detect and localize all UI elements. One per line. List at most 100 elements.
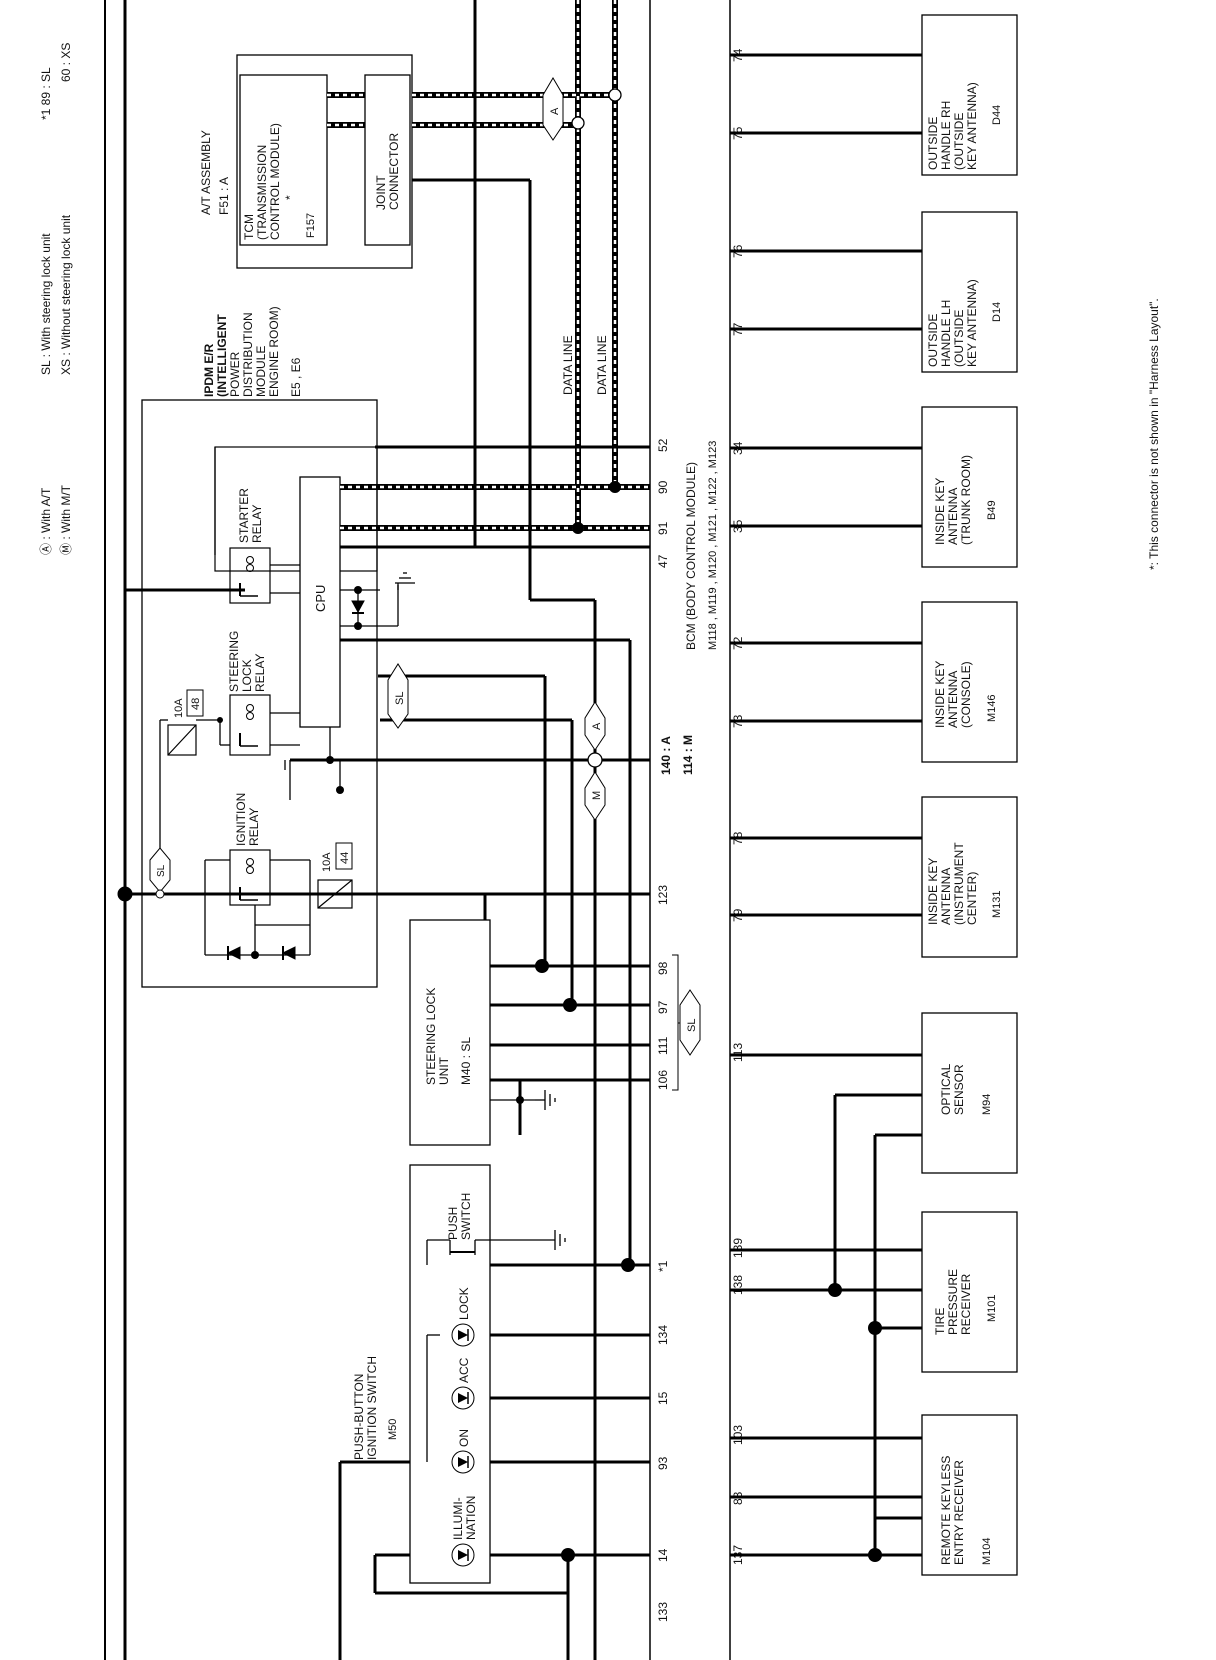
right-wires — [730, 53, 922, 1557]
m-tag-114: M — [584, 771, 606, 821]
steering-lock-relay-label-2: LOCK — [240, 659, 254, 692]
fuse-48-rating: 10A — [173, 698, 185, 718]
steering-lock-unit-label-2: UNIT — [437, 1056, 451, 1085]
a-tag-140-text: A — [591, 722, 603, 730]
pin-106: 106 — [656, 1070, 670, 1090]
bcm-title: BCM (BODY CONTROL MODULE) — [684, 462, 698, 650]
outside-lh-line-3: (OUTSIDE — [952, 310, 966, 367]
tire-line-1: TIRE — [933, 1308, 947, 1335]
sl-tag-ipdm: SL — [149, 847, 171, 893]
led-lock-label: LOCK — [457, 1287, 471, 1320]
tcm-connector: F157 — [305, 213, 317, 238]
pin-133: 133 — [656, 1602, 670, 1622]
joint-connector-label-2: CONNECTOR — [387, 133, 401, 210]
bcm-connectors: M118 , M119 , M120 , M121 , M122 , M123 — [707, 441, 719, 650]
ipdm-connectors: E5 , E6 — [289, 357, 303, 397]
legend-with-mt: Ⓜ : With M/T — [59, 484, 73, 555]
led-illumination-label-1: ILLUMI- — [451, 1497, 465, 1540]
outside-lh-line-4: KEY ANTENNA) — [965, 279, 979, 367]
pin-139: 139 — [731, 1238, 745, 1258]
ignition-relay: IGNITION RELAY — [229, 793, 271, 906]
outside-rh-connector: D44 — [991, 105, 1003, 125]
sl-tag-pins-text: SL — [686, 1019, 698, 1032]
instrument-line-4: CENTER) — [965, 872, 979, 925]
outside-rh-line-2: HANDLE RH — [939, 101, 953, 170]
led-illumination: ILLUMI- NATION — [451, 1496, 478, 1567]
steering-lock-unit: STEERING LOCK UNIT M40 : SL — [409, 919, 556, 1146]
ipdm-title-3: POWER — [228, 351, 242, 397]
legend-star1-89: *1 89 : SL — [39, 67, 53, 120]
push-button-label-2: IGNITION SWITCH — [365, 1356, 379, 1460]
push-button-label-1: PUSH-BUTTON — [352, 1374, 366, 1460]
fuse-44-rating: 10A — [321, 852, 333, 872]
rke-line-1: REMOTE KEYLESS — [939, 1456, 953, 1565]
led-on-label: ON — [457, 1429, 471, 1447]
trunk-line-1: INSIDE KEY — [933, 478, 947, 545]
legend-with-at: Ⓐ : With A/T — [39, 487, 53, 555]
footnote: *: This connector is not shown in "Harne… — [1147, 298, 1161, 570]
legend-star1-60: 60 : XS — [59, 43, 73, 82]
sl-tag-wire: SL — [387, 663, 409, 729]
legend-with-steering-lock: SL : With steering lock unit — [39, 233, 53, 375]
instrument-connector: M131 — [991, 890, 1003, 918]
bcm: BCM (BODY CONTROL MODULE) M118 , M119 , … — [375, 0, 745, 1660]
pin-123: 123 — [656, 885, 670, 905]
ipdm-module: IPDM E/R (INTELLIGENT POWER DISTRIBUTION… — [141, 306, 415, 988]
pin-91: 91 — [656, 521, 670, 535]
joint-connector-label-1: JOINT — [374, 175, 388, 210]
component-inside-key-trunk: INSIDE KEY ANTENNA (TRUNK ROOM) B49 — [921, 406, 1018, 568]
console-line-2: ANTENNA — [946, 671, 960, 728]
data-line-label-2: DATA LINE — [595, 335, 609, 395]
pin-98: 98 — [656, 961, 670, 975]
ignition-relay-label-1: IGNITION — [234, 793, 248, 846]
m-tag-114-text: M — [591, 791, 603, 800]
push-switch-label-1: PUSH — [446, 1207, 460, 1240]
tire-line-3: RECEIVER — [959, 1273, 973, 1335]
a-tag-data-line-text: A — [549, 107, 561, 115]
legend: Ⓐ : With A/T Ⓜ : With M/T SL : With stee… — [39, 43, 73, 555]
outside-rh-line-4: KEY ANTENNA) — [965, 82, 979, 170]
steering-lock-relay-label-3: RELAY — [253, 654, 267, 692]
at-assembly-title: A/T ASSEMBLY — [199, 130, 213, 215]
pin-111: 111 — [656, 1036, 670, 1055]
optical-line-2: SENSOR — [952, 1064, 966, 1115]
ignition-relay-label-2: RELAY — [247, 808, 261, 846]
rke-connector: M104 — [981, 1537, 993, 1565]
component-outside-handle-lh: OUTSIDE HANDLE LH (OUTSIDE KEY ANTENNA) … — [921, 211, 1018, 373]
component-remote-keyless-receiver: REMOTE KEYLESS ENTRY RECEIVER M104 — [921, 1414, 1018, 1576]
pin-14: 14 — [656, 1548, 670, 1562]
instrument-line-2: ANTENNA — [939, 868, 953, 925]
optical-connector: M94 — [981, 1094, 993, 1115]
outside-rh-line-1: OUTSIDE — [926, 117, 940, 170]
tcm-label-2: (TRANSMISSION — [255, 145, 269, 240]
starter-relay: STARTER RELAY — [229, 488, 271, 604]
optical-line-1: OPTICAL — [939, 1063, 953, 1115]
push-switch-label-2: SWITCH — [459, 1193, 473, 1240]
cpu-label: CPU — [313, 585, 328, 612]
power-rails — [104, 0, 365, 1660]
rke-line-2: ENTRY RECEIVER — [952, 1460, 966, 1565]
fuse-48: 10A 48 — [167, 689, 204, 756]
led-acc-label: ACC — [457, 1357, 471, 1383]
bcm-pin-114: 114 : M — [681, 735, 695, 775]
sl-tag-pins: SL — [679, 989, 701, 1056]
led-acc: ACC — [451, 1357, 475, 1410]
bcm-pin-140: 140 : A — [659, 736, 673, 775]
ipdm-title-5: MODULE — [254, 346, 268, 397]
fuse-44-number: 44 — [339, 852, 351, 864]
pin-15: 15 — [656, 1391, 670, 1405]
component-tire-pressure-receiver: TIRE PRESSURE RECEIVER M101 — [921, 1211, 1018, 1373]
console-line-3: (CONSOLE) — [959, 661, 973, 728]
ipdm-title-6: ENGINE ROOM) — [267, 306, 281, 397]
steering-lock-relay-label-1: STEERING — [227, 631, 241, 692]
tcm-label-1: TCM — [242, 214, 256, 240]
component-optical-sensor: OPTICAL SENSOR M94 — [921, 1012, 1018, 1174]
steering-lock-unit-label-1: STEERING LOCK — [424, 988, 438, 1085]
pin-47: 47 — [656, 554, 670, 568]
ipdm-title-1: IPDM E/R — [202, 343, 216, 397]
outside-lh-line-1: OUTSIDE — [926, 314, 940, 367]
at-assembly: A/T ASSEMBLY F51 : A TCM (TRANSMISSION C… — [199, 54, 413, 269]
component-outside-handle-rh: OUTSIDE HANDLE RH (OUTSIDE KEY ANTENNA) … — [921, 14, 1018, 176]
steering-lock-unit-connector: M40 : SL — [459, 1037, 473, 1085]
data-line-label-1: DATA LINE — [561, 335, 575, 395]
